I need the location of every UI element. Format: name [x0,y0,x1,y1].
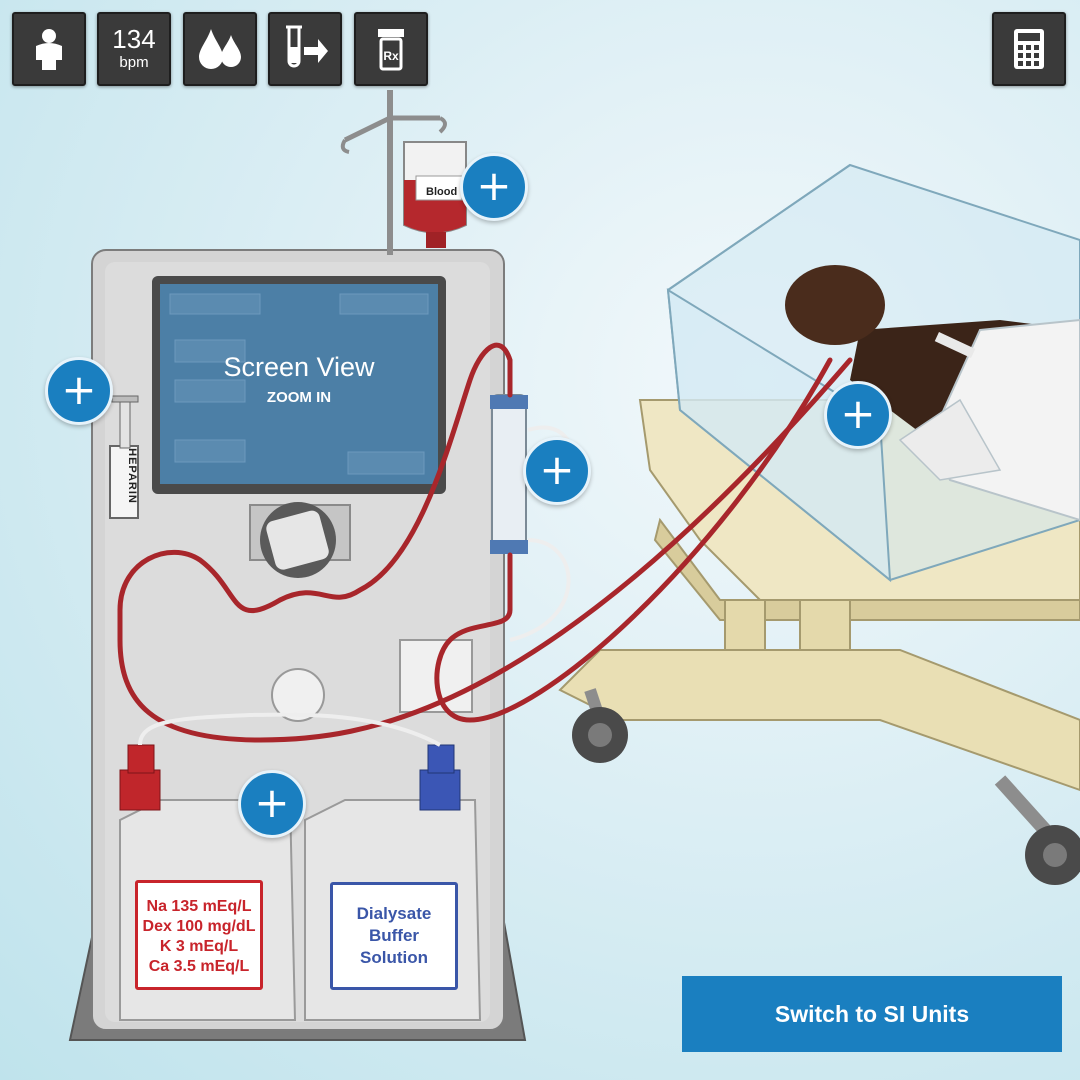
dialysate-potassium: K 3 mEq/L [159,938,239,955]
screen-view-title: Screen View [223,352,375,382]
patient-access-plus-button[interactable]: + [824,381,892,449]
dialysis-machine [68,90,528,1041]
dialysate-sodium: Na 135 mEq/L [146,898,252,915]
heart-rate-value: 134 [112,24,156,54]
calculator-button[interactable] [992,12,1066,86]
patient-button[interactable] [12,12,86,86]
buffer-line-3: Solution [360,948,428,967]
heparin-plus-button[interactable]: + [45,357,113,425]
svg-text:Rx: Rx [383,49,399,63]
heart-rate-unit: bpm [119,54,149,71]
blood-bag-label: Blood [426,186,458,198]
dialysate-calcium: Ca 3.5 mEq/L [148,958,250,975]
heparin-label: HEPARIN [125,448,138,504]
buffer-line-1: Dialysate [356,904,432,923]
dialysate-dextrose: Dex 100 mg/dL [142,918,256,935]
screen-zoom-label: ZOOM IN [266,389,332,406]
blood-tubing [117,342,853,743]
dialysate-plus-button[interactable]: + [238,770,306,838]
labs-button[interactable] [268,12,342,86]
test-tube-arrow-icon [286,25,328,68]
infant [785,265,1080,522]
person-icon [36,29,62,70]
droplets-icon [199,29,241,69]
switch-si-units-button[interactable]: Switch to SI Units [682,976,1062,1052]
rx-bottle-icon: Rx [378,29,404,71]
screen-view-zoom[interactable]: Screen View ZOOM IN [160,352,438,406]
buffer-jug-label: Dialysate Buffer Solution [330,882,458,990]
dialyzer-plus-button[interactable]: + [523,437,591,505]
buffer-line-2: Buffer [368,926,420,945]
heart-rate-button[interactable]: 134 bpm [97,12,171,86]
fluids-button[interactable] [183,12,257,86]
blood-bag-plus-button[interactable]: + [460,153,528,221]
prescription-button[interactable]: Rx [354,12,428,86]
calculator-icon [1014,29,1044,69]
dialysate-jug-label: Na 135 mEq/L Dex 100 mg/dL K 3 mEq/L Ca … [135,880,263,990]
